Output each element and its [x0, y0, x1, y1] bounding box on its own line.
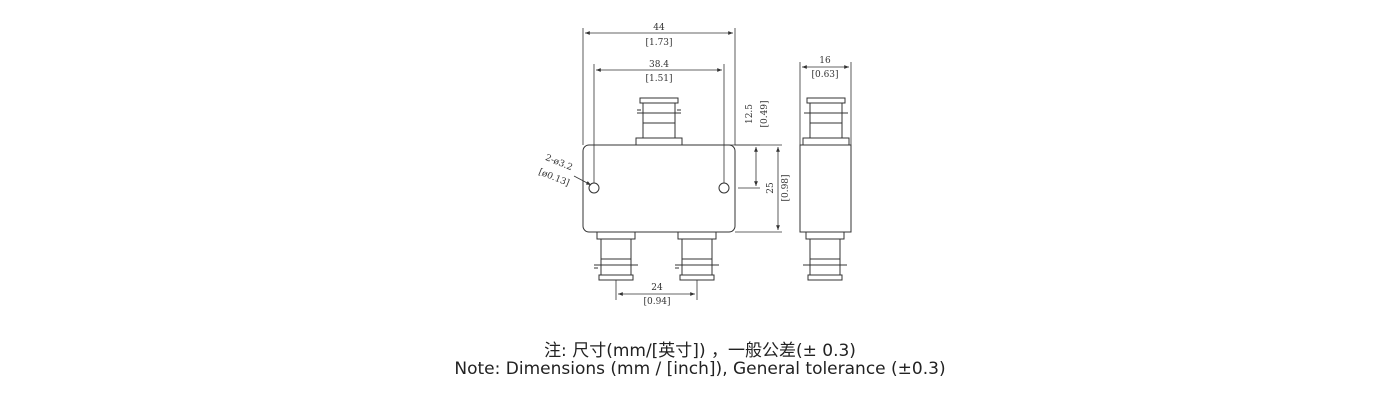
dim-hole-spacing-inch: [1.51]: [645, 74, 672, 84]
dim-body-height-mm: 25: [766, 182, 776, 194]
dim-overall-width-mm: 44: [653, 23, 665, 33]
dim-side-width-inch: [0.63]: [811, 70, 838, 80]
hole-leader: [573, 175, 592, 186]
technical-drawing: 44 [1.73] 38.4 [1.51] 12.5 [0.49] 25 [0.…: [537, 23, 852, 307]
dim-hole-spacing-mm: 38.4: [649, 60, 669, 70]
dim-bottom-spacing-mm: 24: [651, 283, 663, 293]
dim-overall-width-inch: [1.73]: [645, 38, 672, 48]
side-top-connector: [802, 97, 850, 146]
dim-body-height-inch: [0.98]: [781, 174, 791, 201]
dim-top-height-inch: [0.49]: [760, 100, 770, 127]
bottom-connector-right: [675, 231, 719, 281]
mounting-hole-right: [718, 182, 730, 194]
bottom-connector-left: [594, 231, 638, 281]
side-view-body: [799, 144, 852, 233]
front-view-body: [582, 144, 736, 233]
dim-bottom-spacing-inch: [0.94]: [643, 297, 670, 307]
note-chinese: 注: 尺寸(mm/[英寸]) ，一般公差(± 0.3): [544, 341, 856, 361]
dim-side-width-mm: 16: [819, 56, 831, 66]
top-connector: [635, 97, 683, 146]
dim-top-height-mm: 12.5: [745, 104, 755, 124]
note-english: Note: Dimensions (mm / [inch]), General …: [454, 359, 946, 379]
side-bottom-connector: [803, 231, 847, 281]
